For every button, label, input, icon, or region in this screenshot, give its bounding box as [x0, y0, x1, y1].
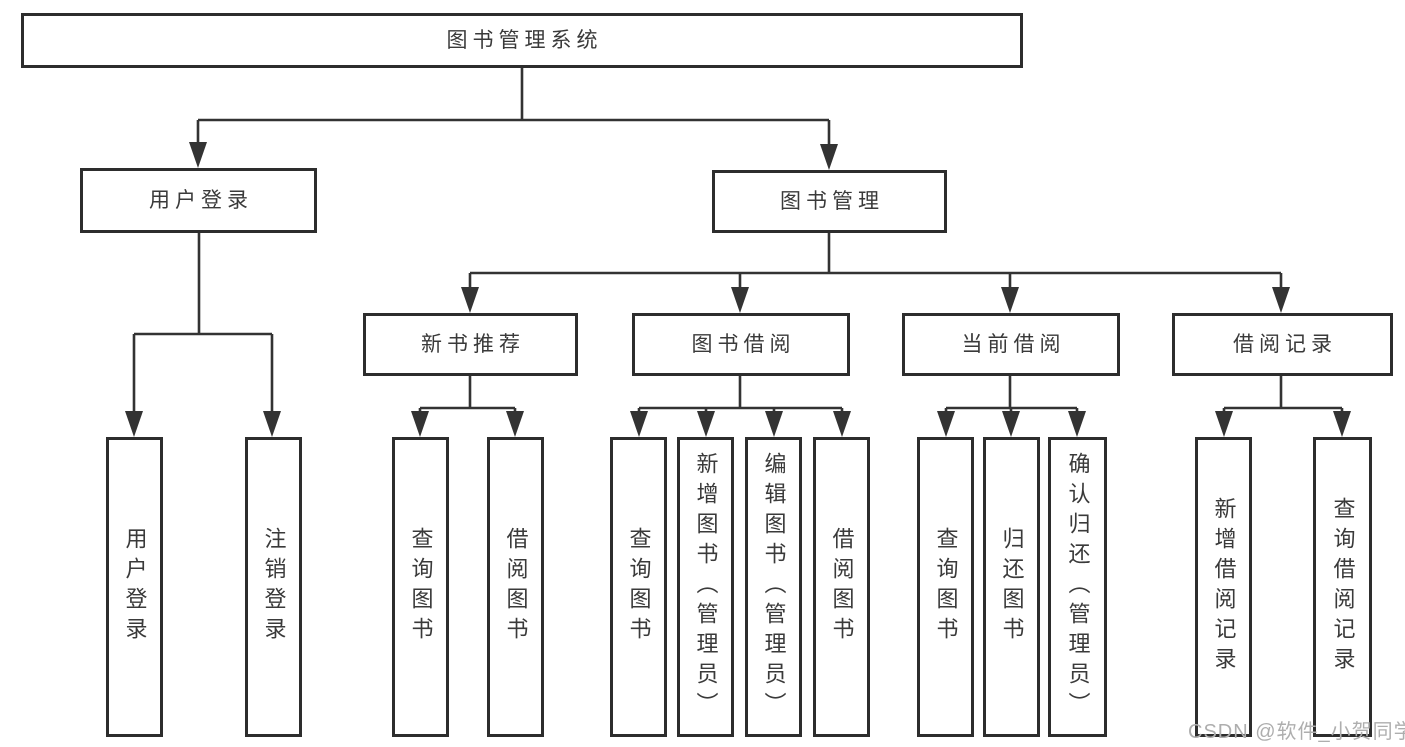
arrow-down-icon	[189, 142, 207, 168]
node-label: 用户登录	[122, 527, 148, 647]
node-leaf-query-books-recommend: 查询图书	[392, 437, 449, 737]
node-library-system: 图书管理系统	[21, 13, 1023, 68]
connector-new-book-recommend-to-leaves	[418, 376, 517, 415]
node-leaf-query-borrow-record: 查询借阅记录	[1313, 437, 1372, 737]
arrowheads	[125, 142, 1351, 437]
arrow-down-icon	[820, 144, 838, 170]
node-book-borrow: 图书借阅	[632, 313, 850, 376]
node-label: 确认归还（管理员）	[1065, 452, 1091, 722]
node-label: 当前借阅	[961, 333, 1066, 356]
node-label: 图书管理	[780, 190, 884, 213]
node-leaf-borrow-books: 借阅图书	[813, 437, 870, 737]
node-label: 查询图书	[933, 527, 959, 647]
node-label: 编辑图书（管理员）	[761, 452, 787, 722]
arrow-down-icon	[263, 411, 281, 437]
arrow-down-icon	[833, 411, 851, 437]
node-label: 查询图书	[626, 527, 652, 647]
node-leaf-edit-books-admin: 编辑图书（管理员）	[745, 437, 802, 737]
node-borrow-records: 借阅记录	[1172, 313, 1393, 376]
arrow-down-icon	[697, 411, 715, 437]
node-label: 新增借阅记录	[1211, 497, 1237, 677]
arrow-down-icon	[1333, 411, 1351, 437]
node-label: 查询图书	[408, 527, 434, 647]
node-leaf-confirm-return-admin: 确认归还（管理员）	[1048, 437, 1107, 737]
csdn-watermark: CSDN @软件_小贺同学	[1188, 721, 1405, 743]
node-label: 图书借阅	[691, 333, 796, 356]
arrow-down-icon	[1068, 411, 1086, 437]
connector-user-login-to-leaves	[132, 233, 274, 415]
node-label: 新书推荐	[421, 333, 525, 356]
arrow-down-icon	[411, 411, 429, 437]
node-leaf-query-books-current: 查询图书	[917, 437, 974, 737]
connector-book-borrow-to-leaves	[637, 376, 844, 415]
node-label: 用户登录	[149, 189, 253, 212]
arrow-down-icon	[1215, 411, 1233, 437]
node-label: 借阅记录	[1233, 333, 1337, 356]
node-label: 新增图书（管理员）	[693, 452, 719, 722]
node-leaf-borrow-books-recommend: 借阅图书	[487, 437, 544, 737]
arrow-down-icon	[125, 411, 143, 437]
arrow-down-icon	[765, 411, 783, 437]
connector-borrow-records-to-leaves	[1222, 376, 1344, 415]
node-leaf-return-books: 归还图书	[983, 437, 1040, 737]
node-new-book-recommend: 新书推荐	[363, 313, 578, 376]
node-label: 图书管理系统	[446, 29, 603, 52]
node-user-login-branch: 用户登录	[80, 168, 317, 233]
connector-book-management-to-level3	[468, 233, 1283, 291]
node-book-management: 图书管理	[712, 170, 947, 233]
arrow-down-icon	[630, 411, 648, 437]
node-label: 借阅图书	[503, 527, 529, 647]
node-current-borrow: 当前借阅	[902, 313, 1120, 376]
arrow-down-icon	[506, 411, 524, 437]
node-leaf-logout: 注销登录	[245, 437, 302, 737]
connector-current-borrow-to-leaves	[944, 376, 1079, 415]
node-leaf-add-borrow-record: 新增借阅记录	[1195, 437, 1252, 737]
arrow-down-icon	[937, 411, 955, 437]
node-label: 借阅图书	[829, 527, 855, 647]
arrow-down-icon	[461, 287, 479, 313]
connector-root-to-level2	[196, 68, 831, 150]
arrow-down-icon	[1002, 411, 1020, 437]
node-label: 注销登录	[261, 527, 287, 647]
node-label: 查询借阅记录	[1330, 497, 1356, 677]
node-label: 归还图书	[999, 527, 1025, 647]
node-leaf-add-books-admin: 新增图书（管理员）	[677, 437, 734, 737]
arrow-down-icon	[1001, 287, 1019, 313]
node-leaf-query-books-borrow: 查询图书	[610, 437, 667, 737]
node-leaf-user-login: 用户登录	[106, 437, 163, 737]
arrow-down-icon	[1272, 287, 1290, 313]
arrow-down-icon	[731, 287, 749, 313]
